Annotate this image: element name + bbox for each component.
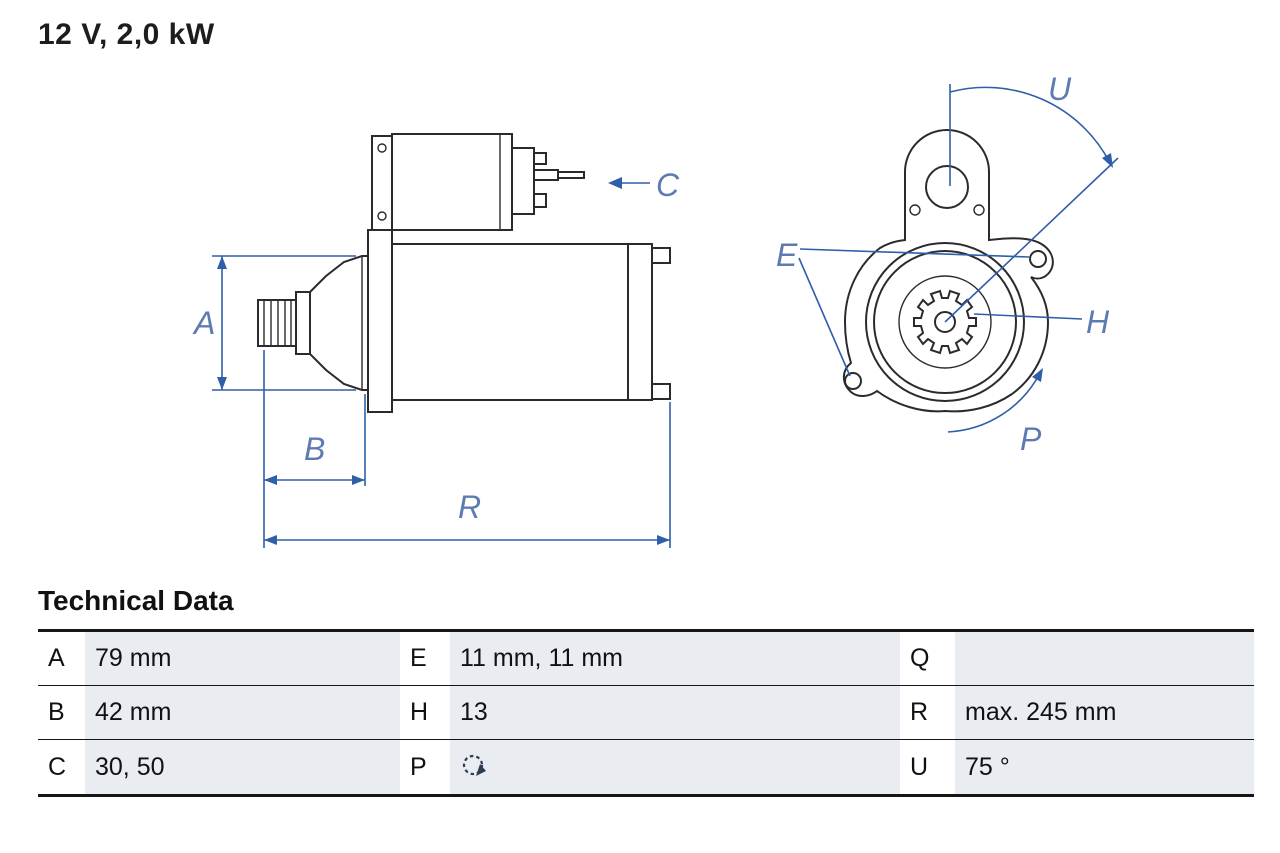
shaft-center-hole [934, 311, 956, 333]
starter-motor-drawing: A B R C [192, 71, 1119, 548]
bore-circle [898, 275, 992, 369]
cell-value-u: 75 ° [955, 740, 1254, 794]
cell-value-r: max. 245 mm [955, 686, 1254, 739]
cell-key-c: C [38, 740, 85, 794]
solenoid-terminal-50 [533, 193, 547, 208]
annotation-h: H [973, 304, 1110, 340]
annotation-p: P [947, 368, 1043, 457]
cell-key-b: B [38, 686, 85, 739]
cell-value-h: 13 [450, 686, 900, 739]
terminal-block-bottom [651, 383, 671, 400]
cell-key-q: Q [900, 632, 955, 685]
top-mount-hole [925, 165, 969, 209]
cell-value-q [955, 632, 1254, 685]
cell-value-p [450, 740, 900, 794]
housing-inner-circle [873, 250, 1017, 394]
dim-label-r: R [458, 489, 481, 525]
starter-front-view [842, 129, 1054, 413]
starter-side-view [257, 133, 671, 413]
cell-value-c: 30, 50 [85, 740, 400, 794]
solenoid [371, 133, 585, 231]
cell-key-p: P [400, 740, 450, 794]
table-row: B 42 mm H 13 R max. 245 mm [38, 685, 1254, 739]
cell-key-e: E [400, 632, 450, 685]
dim-label-a: A [192, 305, 215, 341]
mounting-flange [367, 229, 393, 413]
dimension-a: A [192, 255, 356, 391]
bolt-hole-left [844, 372, 862, 390]
dim-label-c: C [656, 167, 680, 203]
end-cap [627, 243, 653, 401]
cell-key-r: R [900, 686, 955, 739]
dim-label-e: E [776, 237, 798, 273]
rotation-clockwise-icon [462, 754, 486, 776]
technical-data-table: A 79 mm E 11 mm, 11 mm Q B 42 mm H 13 R … [38, 629, 1254, 797]
cell-value-e: 11 mm, 11 mm [450, 632, 900, 685]
dimension-r: R [264, 402, 671, 548]
dim-label-h: H [1086, 304, 1110, 340]
bolt-hole-right [1029, 250, 1047, 268]
table-row: A 79 mm E 11 mm, 11 mm Q [38, 632, 1254, 685]
annotation-e: E [776, 237, 1030, 377]
drive-end-housing [309, 255, 371, 391]
cell-key-h: H [400, 686, 450, 739]
cell-key-u: U [900, 740, 955, 794]
dimension-b: B [263, 350, 366, 548]
pinion-gear [257, 299, 297, 347]
cell-value-b: 42 mm [85, 686, 400, 739]
dimension-c: C [608, 167, 680, 203]
housing-outer-circle [865, 242, 1025, 402]
terminal-block-top [651, 247, 671, 264]
pinion-collar [295, 291, 311, 355]
flange-plate [842, 129, 1054, 413]
table-row: C 30, 50 P U 75 ° [38, 739, 1254, 794]
technical-drawing-area: 12 V, 2,0 kW [38, 18, 1119, 548]
motor-body [391, 243, 629, 401]
dim-label-p: P [1020, 421, 1042, 457]
cell-value-a: 79 mm [85, 632, 400, 685]
cell-key-a: A [38, 632, 85, 685]
solenoid-terminal-30 [533, 152, 547, 165]
annotation-u: U [944, 71, 1119, 323]
product-spec-title: 12 V, 2,0 kW [38, 18, 215, 51]
technical-data-heading: Technical Data [38, 585, 234, 616]
dim-label-u: U [1048, 71, 1072, 107]
dim-label-b: B [304, 431, 325, 467]
